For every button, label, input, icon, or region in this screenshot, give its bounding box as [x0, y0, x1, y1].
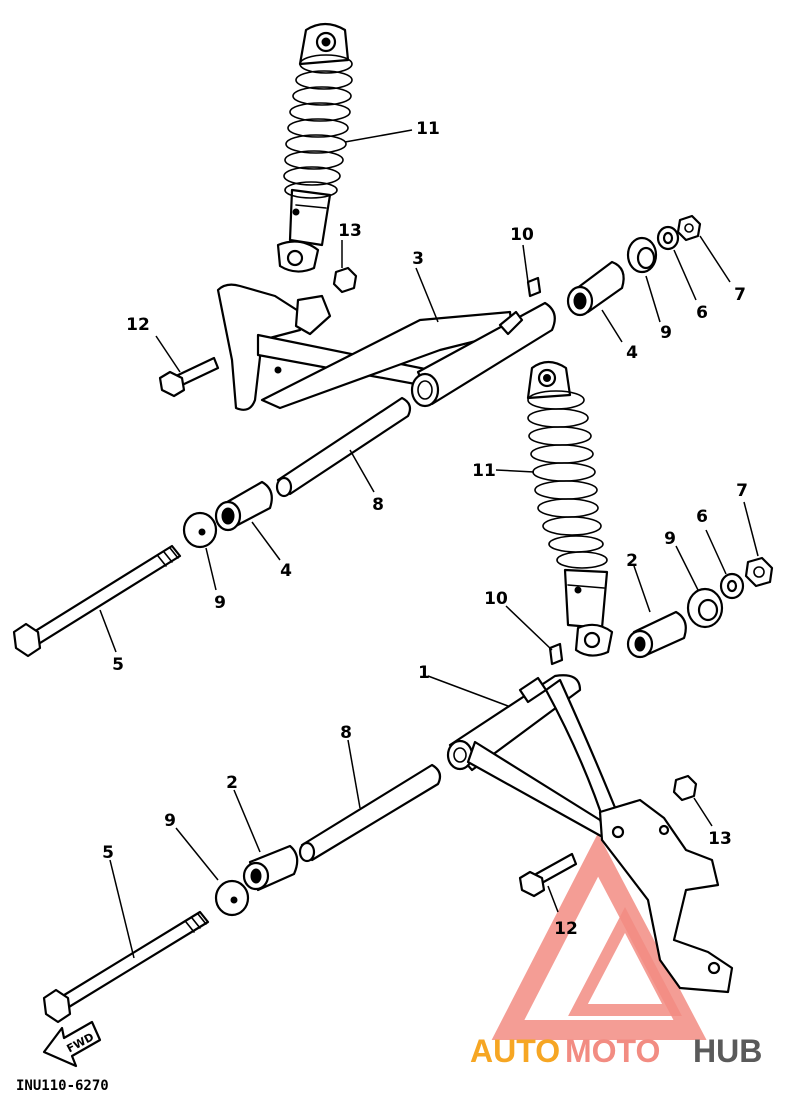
callout-7-upper: 7 [734, 285, 746, 305]
callout-numbers: 11 13 3 10 4 9 6 7 12 8 4 9 5 11 10 1 2 … [102, 119, 748, 939]
callout-2-right: 2 [626, 551, 638, 571]
callout-11-lower: 11 [472, 461, 496, 481]
callout-4-left: 4 [280, 561, 292, 581]
lower-a-arm [446, 674, 734, 994]
callout-7-lower: 7 [736, 481, 748, 501]
callout-9-upper-right: 9 [660, 323, 672, 343]
fwd-arrow: FWD [42, 1020, 102, 1068]
callout-6-upper: 6 [696, 303, 708, 323]
callout-3: 3 [412, 249, 424, 269]
lower-shock-absorber [526, 360, 614, 657]
watermark-auto: AUTO [470, 1033, 560, 1069]
long-bolts [12, 544, 210, 1024]
diagram-code: INU110-6270 [16, 1078, 109, 1094]
callout-1: 1 [418, 663, 430, 683]
callout-10-upper: 10 [510, 225, 534, 245]
upper-a-arm [216, 283, 556, 411]
callout-8-lower: 8 [340, 723, 352, 743]
callout-2-left: 2 [226, 773, 238, 793]
callout-8-upper: 8 [372, 495, 384, 515]
callout-12-upper: 12 [126, 315, 150, 335]
upper-right-bushing [566, 260, 625, 317]
callout-9-lower-right: 9 [664, 529, 676, 549]
lower-pivot-shaft [298, 763, 442, 863]
upper-pivot-shaft [275, 396, 412, 498]
washers [656, 225, 745, 600]
leader-lines [99, 129, 759, 959]
callout-11-upper: 11 [416, 119, 440, 139]
callout-13-upper: 13 [338, 221, 362, 241]
callout-6-lower: 6 [696, 507, 708, 527]
upper-left-bushing [214, 480, 273, 532]
callout-4-right: 4 [626, 343, 638, 363]
callout-9-lower-left: 9 [164, 811, 176, 831]
thrust-covers [182, 236, 724, 917]
callout-9-upper-left: 9 [214, 593, 226, 613]
lower-left-bushing [242, 844, 299, 892]
nuts [332, 214, 774, 802]
upper-shock-absorber [276, 22, 353, 273]
callout-12-lower: 12 [554, 919, 578, 939]
lower-right-bushing [626, 610, 687, 659]
callout-5-lower: 5 [102, 843, 114, 863]
callout-5-upper: 5 [112, 655, 124, 675]
grease-nipples [526, 276, 564, 666]
watermark-moto: MOTO [565, 1033, 660, 1069]
watermark-logo: AUTO MOTO HUB [470, 833, 762, 1069]
callout-13-lower: 13 [708, 829, 732, 849]
short-bolts [158, 356, 578, 898]
callout-10-lower: 10 [484, 589, 508, 609]
watermark-hub: HUB [693, 1033, 762, 1069]
